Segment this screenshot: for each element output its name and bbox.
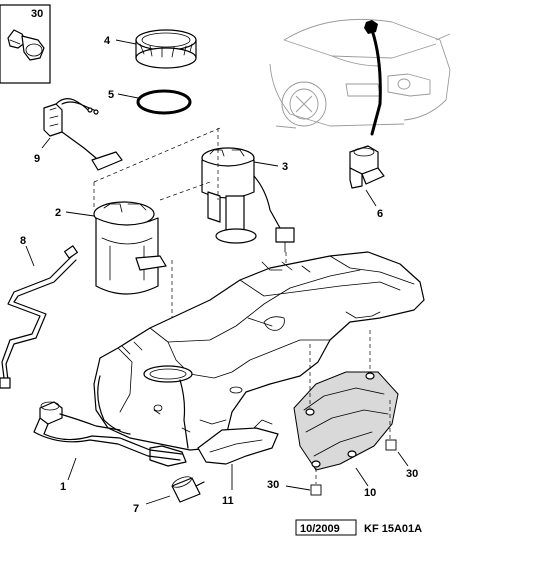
leader-30-right xyxy=(397,451,409,467)
leader-5 xyxy=(117,93,139,99)
vehicle-location-sketch xyxy=(269,18,451,129)
inertia-switch-part-6 xyxy=(349,145,385,189)
leader-9 xyxy=(41,137,51,149)
heat-shield-part-11 xyxy=(197,419,279,465)
leader-3 xyxy=(253,161,279,167)
fastener-square-bottom xyxy=(310,484,322,496)
location-pointer-arrow xyxy=(364,20,382,136)
footer-date-box xyxy=(295,519,357,536)
callout-30-right: 30 xyxy=(406,468,418,480)
fuel-pump-module-part-2 xyxy=(93,201,167,295)
fuel-filter-part-7 xyxy=(171,476,205,503)
leader-2 xyxy=(65,211,95,217)
callout-3: 3 xyxy=(282,161,288,173)
assembly-line-2 xyxy=(93,127,221,183)
callout-1: 1 xyxy=(60,481,66,493)
leader-10 xyxy=(355,467,369,487)
leader-30-bottom xyxy=(285,485,311,491)
footer-reference: 10/2009 KF 15A01A xyxy=(295,519,422,536)
inset-part-30: 30 xyxy=(0,4,51,84)
clip-icon xyxy=(7,29,45,61)
callout-11: 11 xyxy=(222,495,234,507)
filler-pipe xyxy=(33,375,189,467)
callout-2: 2 xyxy=(55,207,61,219)
heat-shield-panel-part-10 xyxy=(293,371,399,471)
leader-8 xyxy=(25,245,35,267)
leader-6 xyxy=(365,189,377,207)
assembly-line-4 xyxy=(159,181,211,201)
fastener-square-right xyxy=(385,439,397,451)
callout-7: 7 xyxy=(133,503,139,515)
footer-date: 10/2009 xyxy=(300,523,340,535)
fuel-pump-module-part-3 xyxy=(201,147,295,253)
footer-code: KF 15A01A xyxy=(364,523,422,535)
callout-6: 6 xyxy=(377,208,383,220)
fuel-level-sender-part-9 xyxy=(43,98,123,171)
leader-1 xyxy=(67,457,77,481)
callout-4: 4 xyxy=(104,35,111,47)
callout-5: 5 xyxy=(108,89,114,101)
fuel-pipe-part-8 xyxy=(0,245,78,389)
callout-9: 9 xyxy=(34,153,40,165)
callout-8: 8 xyxy=(20,235,26,247)
leader-7 xyxy=(145,495,171,505)
locking-ring-part-4 xyxy=(135,29,197,69)
callout-30-inset: 30 xyxy=(31,8,43,20)
seal-ring-part-5 xyxy=(136,89,192,115)
callout-30-bottom: 30 xyxy=(267,479,279,491)
leader-4 xyxy=(115,39,137,45)
fuel-tank-part-1 xyxy=(93,251,425,451)
callout-10: 10 xyxy=(364,487,376,499)
